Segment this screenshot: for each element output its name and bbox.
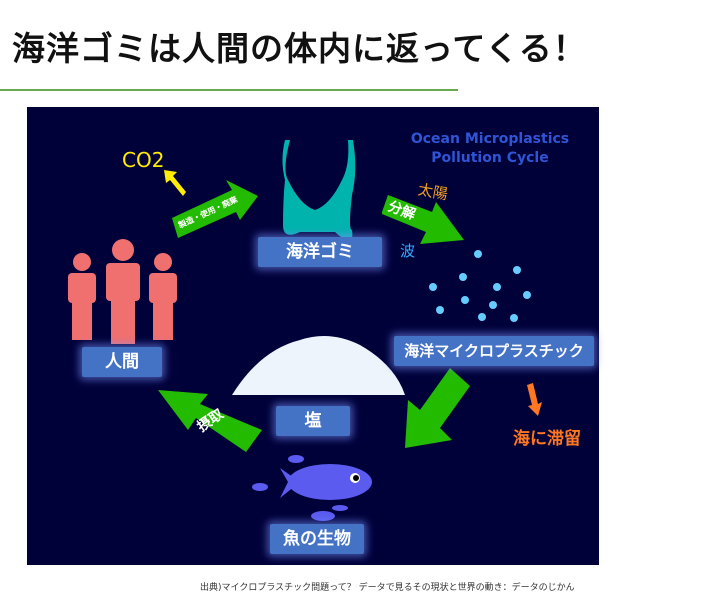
to-fish-arrow-icon bbox=[405, 368, 470, 448]
title-underline bbox=[0, 89, 458, 91]
co2-arrow-icon bbox=[164, 170, 186, 196]
diagram-heading: Ocean Microplastics Pollution Cycle bbox=[395, 130, 585, 168]
microplastic-dots bbox=[429, 250, 531, 322]
intake-arrow-icon bbox=[158, 390, 262, 452]
people-icon bbox=[68, 239, 177, 344]
stay-arrow-icon bbox=[527, 383, 542, 416]
label-salt: 塩 bbox=[276, 406, 350, 436]
decompose-arrow-icon bbox=[382, 195, 464, 244]
stay-in-sea-label: 海に滞留 bbox=[513, 429, 581, 449]
heading-line2: Pollution Cycle bbox=[431, 150, 549, 166]
label-humans: 人間 bbox=[82, 347, 162, 377]
source-citation: 出典)マイクロプラスチック問題って？ データで見るその現状と世界の動き：データの… bbox=[200, 583, 575, 593]
page-title: 海洋ゴミは人間の体内に返ってくる！ bbox=[12, 29, 587, 68]
heading-line1: Ocean Microplastics bbox=[410, 131, 570, 147]
salt-pile-icon bbox=[232, 336, 405, 395]
fish-icon bbox=[252, 455, 372, 521]
label-marine-life: 魚の生物 bbox=[270, 524, 364, 554]
wave-label: 波 bbox=[400, 242, 416, 260]
plastic-bag-icon bbox=[282, 140, 356, 241]
co2-label: CO2 bbox=[122, 148, 165, 172]
manufacture-arrow-icon bbox=[172, 180, 258, 238]
label-ocean-trash: 海洋ゴミ bbox=[258, 237, 382, 267]
label-microplastics: 海洋マイクロプラスチック bbox=[394, 336, 594, 366]
